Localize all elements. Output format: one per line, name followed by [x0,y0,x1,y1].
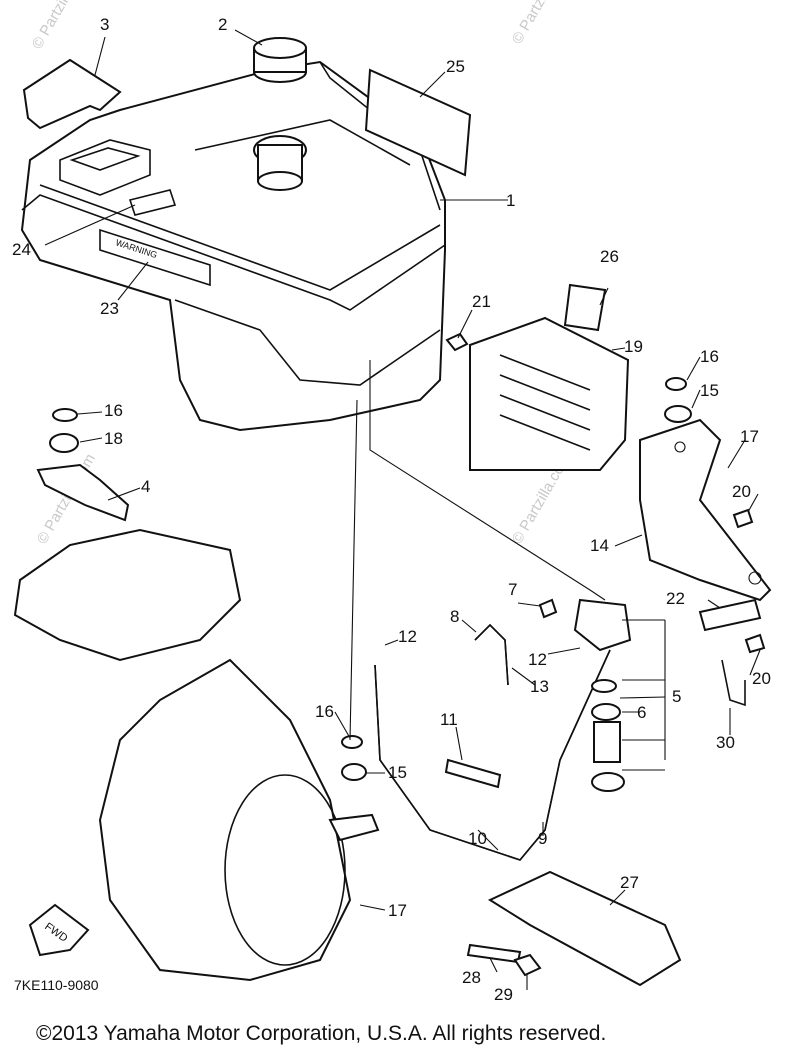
filter-part [591,772,625,792]
bolt [445,332,469,352]
clamp [444,758,502,789]
fwd-arrow: FWD [28,903,90,957]
label-sticker [364,68,472,177]
part-label: 23 [100,299,119,318]
part-label: 28 [462,968,481,987]
grommet [341,735,363,749]
part-label: 2 [218,15,227,34]
part-label: 16 [700,347,719,366]
part-label: 20 [732,482,751,501]
part-label: 4 [141,477,150,496]
filter-part [593,721,621,763]
fuel-hose [474,623,509,686]
part-label: 17 [740,427,759,446]
part-label: 10 [468,829,487,848]
part-label: 16 [104,401,123,420]
grommet [52,408,78,422]
part-label: 14 [590,536,609,555]
part-label: 7 [508,580,517,599]
grommet [341,763,367,781]
nut [513,953,542,977]
fuel-hose [374,649,611,861]
fuel-tank: WARNING [20,60,446,432]
mounting-bracket [36,463,130,522]
part-label: 27 [620,873,639,892]
part-label: 6 [637,703,646,722]
watermark: © Partzilla.com [509,0,574,47]
bolt [466,943,522,964]
part-label: 21 [472,292,491,311]
part-label: 29 [494,985,513,1004]
part-label: 12 [398,627,417,646]
part-label: 25 [446,57,465,76]
part-label: 1 [506,191,515,210]
part-numbers: 1 2 3 4 5 6 7 8 9 10 11 12 12 13 14 15 1… [12,15,771,1004]
part-label: 26 [600,247,619,266]
part-label: 15 [700,381,719,400]
tool-bag [487,870,682,987]
filter-part [591,703,621,721]
part-label: 22 [666,589,685,608]
watermark: © Partzilla.com [29,0,94,52]
grommet [665,377,687,391]
grommet [49,433,79,453]
heat-shield [469,316,630,471]
reference-code: 7KE110-9080 [14,977,99,993]
label-sticker [563,283,607,332]
part-label: 12 [528,650,547,669]
leader-lines [44,29,761,990]
part-label: 3 [100,15,109,34]
mount-tab [328,813,380,842]
part-label: 15 [388,763,407,782]
part-label: 9 [538,829,547,848]
copyright-notice: ©2013 Yamaha Motor Corporation, U.S.A. A… [36,1022,606,1045]
part-label: 17 [388,901,407,920]
fuel-cock [573,598,632,652]
bolt [538,598,558,619]
part-label: 18 [104,429,123,448]
cover [22,58,122,130]
bolt [732,508,754,529]
part-label: 24 [12,240,31,259]
part-label: 8 [450,607,459,626]
grommet [664,405,692,423]
bracket [639,418,772,602]
fan-housing [98,658,352,982]
hose-clip [721,659,746,707]
fuel-cap [253,37,307,83]
part-label: 30 [716,733,735,752]
part-label: 13 [530,677,549,696]
part-label: 16 [315,702,334,721]
label-sticker [698,598,762,632]
part-label: 20 [752,669,771,688]
fuel-hose [374,649,611,861]
part-label: 5 [672,687,681,706]
shroud [13,528,242,662]
filter-part [591,679,617,693]
bolt [744,633,766,654]
part-label: 19 [624,337,643,356]
part-label: 11 [440,710,458,729]
